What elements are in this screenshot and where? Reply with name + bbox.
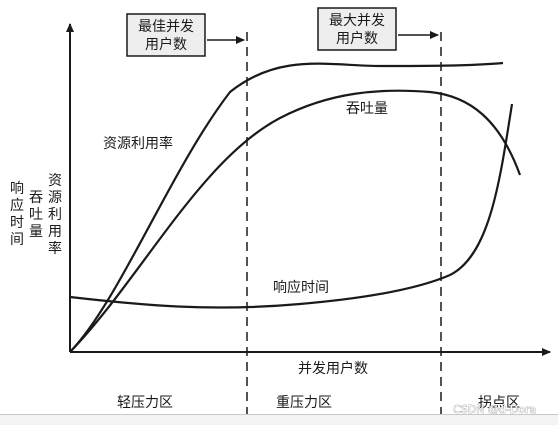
- svg-text:用: 用: [48, 224, 62, 240]
- optimal-users-line1: 最佳并发: [138, 19, 194, 35]
- svg-text:吐: 吐: [29, 207, 43, 223]
- svg-text:吞: 吞: [29, 190, 43, 206]
- throughput-label: 吞吐量: [346, 101, 388, 117]
- svg-text:时: 时: [10, 215, 24, 231]
- bottom-divider: [0, 414, 558, 415]
- zone-light-label: 轻压力区: [117, 395, 173, 411]
- svg-text:源: 源: [48, 190, 62, 206]
- response-time-label: 响应时间: [273, 279, 329, 296]
- optimal-users-line2: 用户数: [145, 36, 187, 53]
- resource-utilization-curve: [69, 61, 504, 353]
- svg-text:响: 响: [10, 181, 24, 197]
- csdn-watermark: CSDN @d-Dora: [453, 403, 536, 416]
- svg-text:率: 率: [48, 240, 62, 257]
- svg-text:利: 利: [48, 207, 62, 223]
- y-label-response-time: 响 应 时 间: [10, 181, 24, 248]
- y-label-resource-utilization: 资 源 利 用 率: [48, 173, 62, 257]
- svg-text:量: 量: [29, 224, 43, 240]
- max-users-line2: 用户数: [336, 30, 378, 47]
- svg-text:应: 应: [10, 197, 24, 214]
- zone-knee-label: 拐点区: [478, 395, 520, 411]
- response-time-curve: [69, 103, 514, 309]
- y-label-throughput: 吞 吐 量: [29, 190, 43, 240]
- svg-text:间: 间: [10, 232, 24, 248]
- throughput-curve: [69, 89, 522, 353]
- svg-text:资: 资: [48, 173, 62, 189]
- bottom-band: [0, 415, 558, 425]
- max-users-line1: 最大并发: [329, 13, 385, 29]
- optimal-users-annotation: 最佳并发 用户数: [126, 13, 206, 57]
- resource-utilization-label: 资源利用率: [103, 135, 173, 152]
- max-users-annotation: 最大并发 用户数: [317, 7, 397, 51]
- zone-heavy-label: 重压力区: [276, 395, 332, 411]
- x-axis-label: 并发用户数: [298, 360, 368, 377]
